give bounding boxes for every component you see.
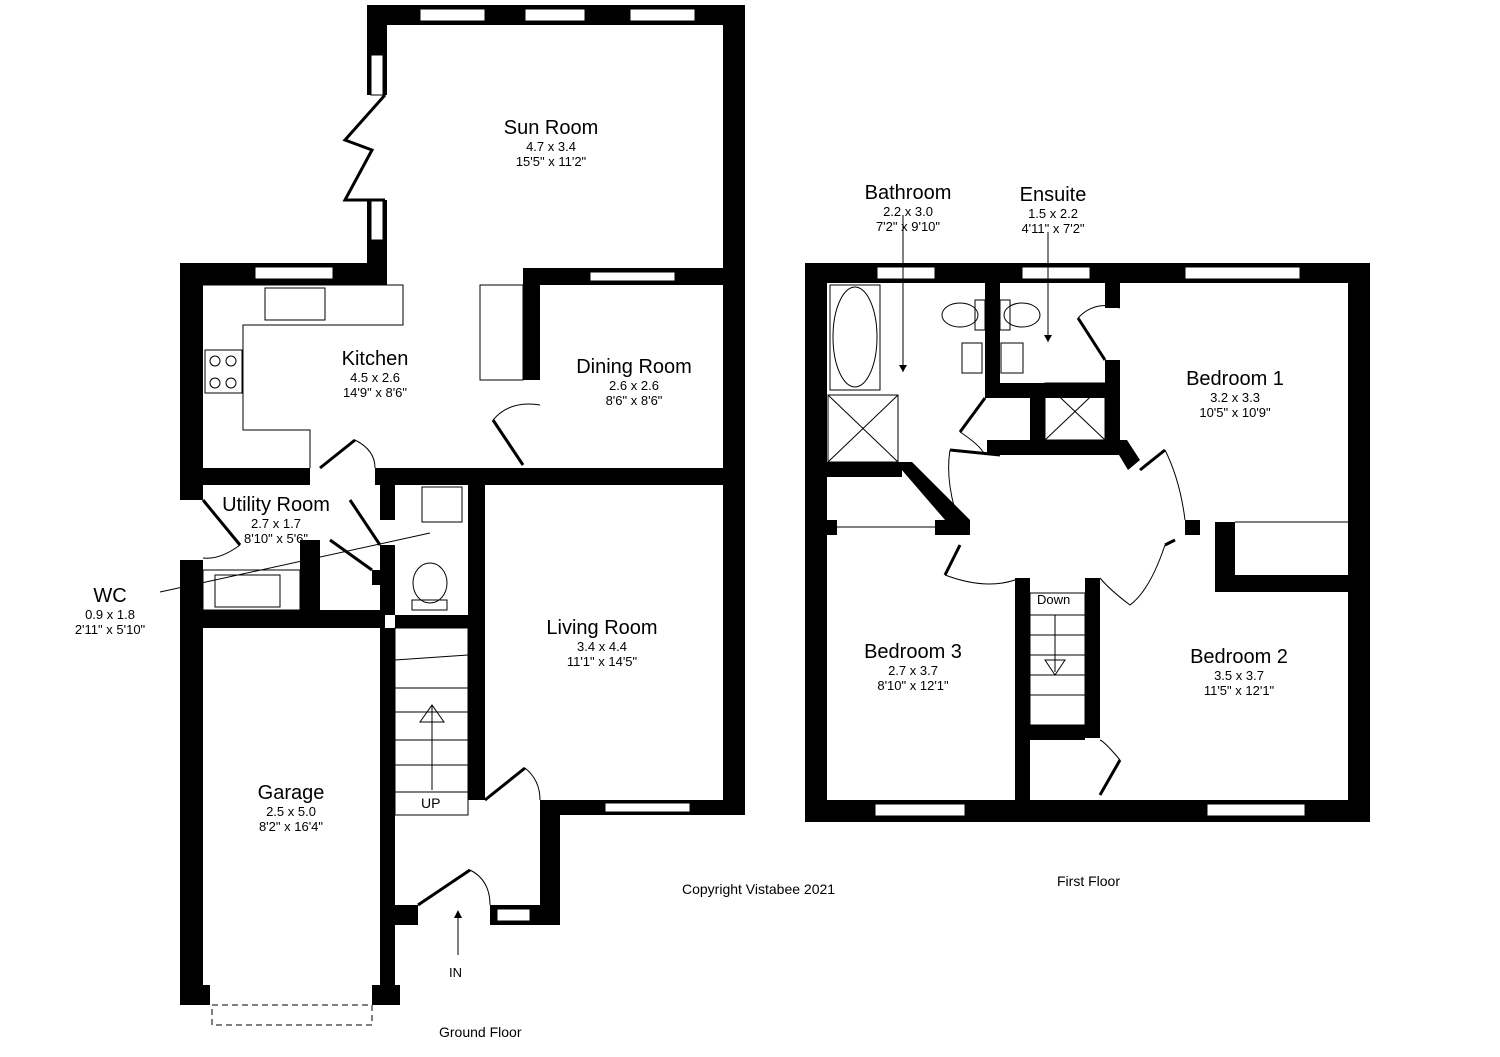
first-floor-fixtures <box>827 215 1348 796</box>
room-metric: 2.6 x 2.6 <box>609 378 659 393</box>
ground-floor-walls <box>180 5 745 1005</box>
ground-floor-windows <box>211 8 696 1026</box>
room-name: Bedroom 1 <box>1186 368 1284 390</box>
first-floor-walls <box>805 263 1370 822</box>
room-imperial: 8'10" x 12'1" <box>877 677 949 693</box>
ground-floor-fixtures <box>159 94 541 955</box>
entrance-label: IN <box>449 965 462 980</box>
room-imperial: 2'11" x 5'10" <box>74 621 146 637</box>
room-name: Garage <box>257 782 325 804</box>
room-imperial: 11'5" x 12'1" <box>1203 682 1275 698</box>
room-name: Sun Room <box>503 117 599 139</box>
room-metric: 0.9 x 1.8 <box>85 607 135 622</box>
room-name: Utility Room <box>222 494 330 516</box>
room-metric: 3.5 x 3.7 <box>1214 668 1264 683</box>
room-metric: 1.5 x 2.2 <box>1028 206 1078 221</box>
room-name: Bedroom 3 <box>864 641 962 663</box>
room-imperial: 4'11" x 7'2" <box>1021 220 1085 236</box>
room-imperial: 14'9" x 8'6" <box>342 384 408 400</box>
room-metric: 4.7 x 3.4 <box>526 139 576 154</box>
first-floor-label: First Floor <box>1057 873 1120 889</box>
room-imperial: 15'5" x 11'2" <box>515 153 587 169</box>
room-imperial: 8'10" x 5'6" <box>243 530 309 546</box>
room-metric: 3.4 x 4.4 <box>577 639 627 654</box>
room-imperial: 10'5" x 10'9" <box>1199 404 1271 420</box>
stairs-up-label: UP <box>421 795 441 811</box>
room-metric: 2.2 x 3.0 <box>883 204 933 219</box>
room-imperial: 11'1" x 14'5" <box>566 653 638 669</box>
room-name: Bathroom <box>864 182 952 204</box>
first-floor-windows <box>874 266 1306 817</box>
room-imperial: 8'6" x 8'6" <box>605 392 663 408</box>
room-imperial: 7'2" x 9'10" <box>875 218 941 234</box>
room-name: Living Room <box>546 617 658 639</box>
room-name: Bedroom 2 <box>1190 646 1288 668</box>
copyright-label: Copyright Vistabee 2021 <box>682 881 836 897</box>
ground-floor-label: Ground Floor <box>439 1024 522 1040</box>
room-imperial: 8'2" x 16'4" <box>258 818 324 834</box>
room-name: Ensuite <box>1019 184 1087 206</box>
room-metric: 4.5 x 2.6 <box>350 370 400 385</box>
room-name: Dining Room <box>576 356 692 378</box>
room-name: WC <box>93 585 127 607</box>
room-metric: 2.5 x 5.0 <box>266 804 316 819</box>
room-metric: 3.2 x 3.3 <box>1210 390 1260 405</box>
room-metric: 2.7 x 1.7 <box>251 516 301 531</box>
room-metric: 2.7 x 3.7 <box>888 663 938 678</box>
room-name: Kitchen <box>341 348 409 370</box>
stairs-down-label: Down <box>1037 592 1071 607</box>
